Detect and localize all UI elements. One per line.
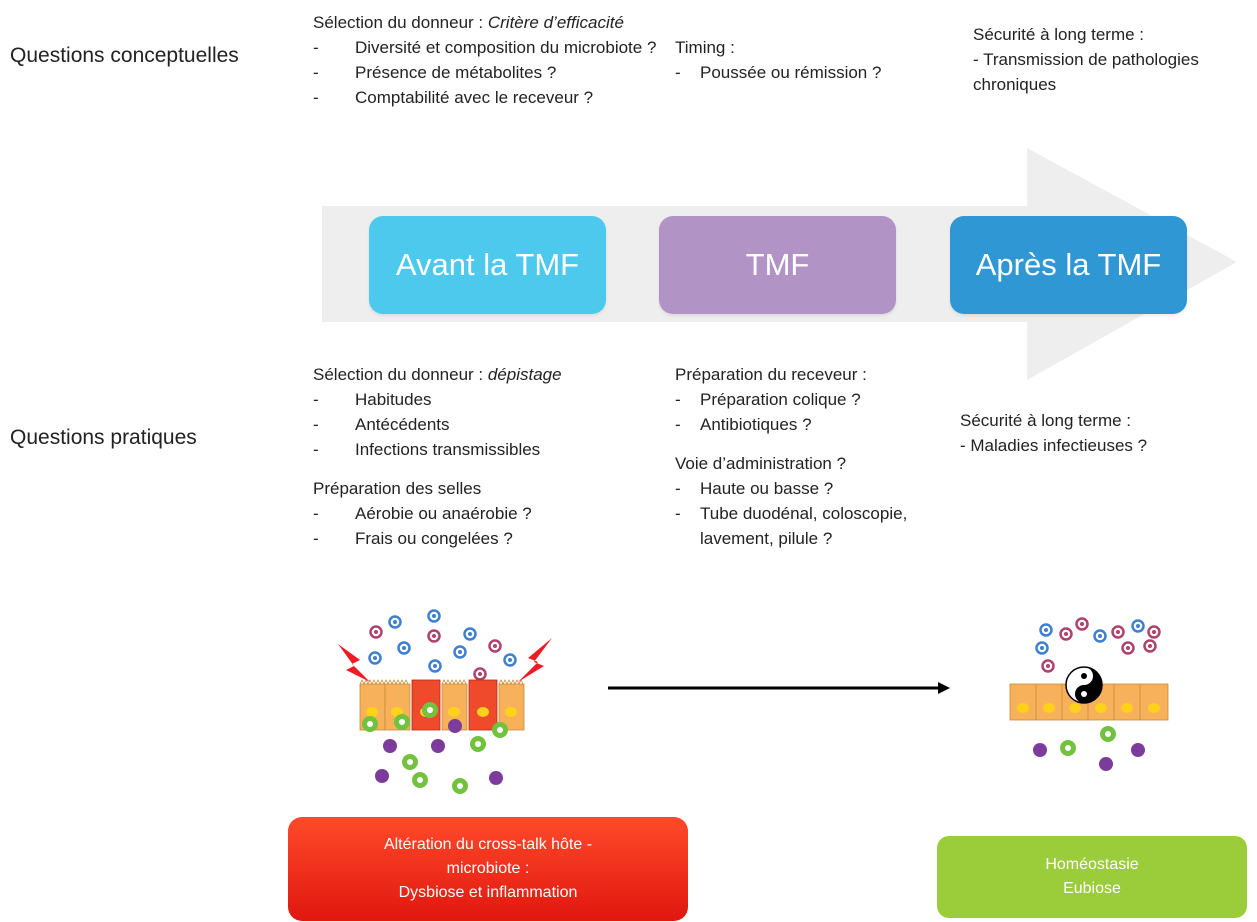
eubiosis-illustration [1009, 617, 1169, 771]
phase-after-tmf: Après la TMF [950, 216, 1187, 314]
phase-before-tmf: Avant la TMF [369, 216, 606, 314]
practical-during-item2: Haute ou basse ? [675, 476, 960, 501]
phase-tmf: TMF [659, 216, 896, 314]
conceptual-after-line: chroniques [973, 75, 1057, 94]
immune-cells [362, 702, 508, 794]
practical-before-block: Sélection du donneur : dépistage Habitud… [313, 362, 658, 551]
conceptual-before-item: Diversité et composition du microbiote ? [313, 35, 658, 60]
conceptual-before-item: Comptabilité avec le receveur ? [313, 85, 658, 110]
conceptual-during-heading: Timing : [675, 38, 735, 57]
practical-during-item: Antibiotiques ? [675, 412, 960, 437]
conceptual-questions-label: Questions conceptuelles [10, 44, 239, 67]
conceptual-before-heading: Sélection du donneur : Critère d’efficac… [313, 13, 624, 32]
practical-before-item: Infections transmissibles [313, 437, 658, 462]
yin-yang-icon [1065, 666, 1103, 704]
practical-before-heading2: Préparation des selles [313, 479, 482, 498]
luminal-bacteria [368, 609, 517, 681]
practical-before-item2: Frais ou congelées ? [313, 526, 658, 551]
practical-before-item: Antécédents [313, 412, 658, 437]
practical-before-item: Habitudes [313, 387, 658, 412]
practical-after-block: Sécurité à long terme : - Maladies infec… [960, 408, 1250, 458]
transition-arrow [608, 682, 950, 694]
luminal-bacteria [1035, 617, 1161, 673]
conceptual-during-item: Poussée ou rémission ? [675, 60, 945, 85]
practical-during-block: Préparation du receveur : Préparation co… [675, 362, 960, 551]
eubiosis-outcome-box: Homéostasie Eubiose [937, 836, 1247, 918]
eubiosis-line: Homéostasie [1045, 856, 1139, 873]
pathogens [1033, 743, 1145, 771]
conceptual-during-block: Timing : Poussée ou rémission ? [675, 35, 945, 85]
pathogens [375, 719, 503, 785]
practical-during-heading2: Voie d’administration ? [675, 454, 847, 473]
lightning-icon [338, 644, 370, 682]
lightning-icon [518, 638, 552, 682]
conceptual-before-block: Sélection du donneur : Critère d’efficac… [313, 10, 658, 110]
practical-during-item: Préparation colique ? [675, 387, 960, 412]
practical-before-item2: Aérobie ou anaérobie ? [313, 501, 658, 526]
dysbiosis-outcome-box: Altération du cross-talk hôte - microbio… [288, 817, 688, 921]
practical-questions-label: Questions pratiques [10, 426, 197, 449]
conceptual-after-block: Sécurité à long terme : - Transmission d… [973, 22, 1253, 97]
dysbiosis-line: microbiote : [446, 860, 530, 877]
dysbiosis-illustration [338, 609, 552, 794]
immune-cells [1060, 726, 1116, 756]
conceptual-after-line: - Transmission de pathologies [973, 50, 1199, 69]
practical-during-heading: Préparation du receveur : [675, 365, 867, 384]
eubiosis-line: Eubiose [1063, 880, 1121, 897]
dysbiosis-line: Dysbiose et inflammation [398, 884, 578, 901]
practical-before-heading: Sélection du donneur : dépistage [313, 365, 562, 384]
practical-after-line: - Maladies infectieuses ? [960, 436, 1148, 455]
practical-during-item2: Tube duodénal, coloscopie, lavement, pil… [675, 501, 960, 551]
practical-after-heading: Sécurité à long terme : [960, 411, 1132, 430]
conceptual-before-item: Présence de métabolites ? [313, 60, 658, 85]
dysbiosis-line: Altération du cross-talk hôte - [383, 836, 593, 853]
conceptual-after-heading: Sécurité à long terme : [973, 25, 1145, 44]
